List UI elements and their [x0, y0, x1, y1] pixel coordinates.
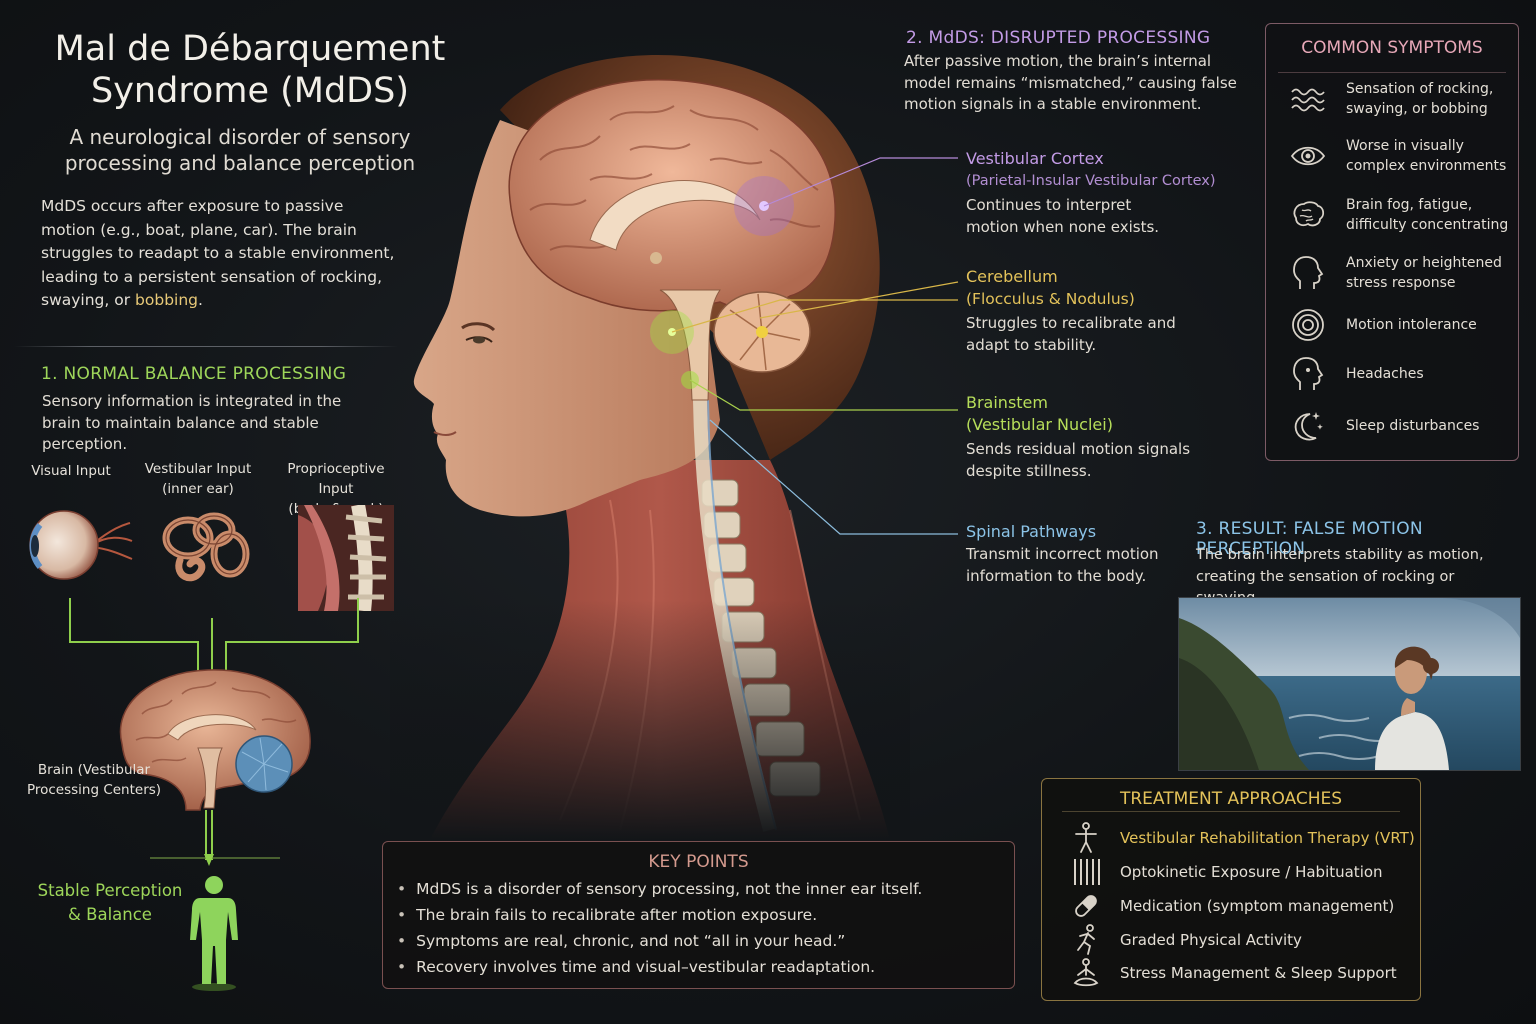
symptom-item: Anxiety or heightened stress response: [1290, 253, 1515, 293]
key-points-list: MdDS is a disorder of sensory processing…: [397, 876, 922, 980]
seascape-woman-image: [1178, 597, 1521, 771]
head-ache-icon: [1293, 357, 1324, 390]
callout-brainstem: Brainstem (Vestibular Nuclei) Sends resi…: [966, 393, 1191, 480]
section1-title: 1. NORMAL BALANCE PROCESSING: [41, 364, 347, 384]
section2-title: 2. MdDS: DISRUPTED PROCESSING: [906, 28, 1211, 48]
symptom-item: Sensation of rocking, swaying, or bobbin…: [1290, 79, 1515, 119]
vertical-stripes-icon: [1074, 859, 1100, 885]
page-subtitle: A neurological disorder of sensory proce…: [64, 125, 416, 175]
symptom-item: Brain fog, fatigue, difficulty concentra…: [1290, 195, 1515, 235]
treatment-item: Optokinetic Exposure / Habituation: [1072, 857, 1383, 887]
waves-icon: [1291, 88, 1325, 112]
brain-illustration: [119, 669, 311, 811]
callout-cerebellum: Cerebellum (Flocculus & Nodulus) Struggl…: [966, 267, 1176, 354]
brain-icon: [1293, 201, 1325, 227]
page-title: Mal de Débarquement Syndrome (MdDS): [54, 29, 446, 111]
symptom-item: Worse in visually complex environments: [1290, 136, 1515, 176]
input-visual-label: Visual Input: [31, 463, 111, 479]
symptom-item: Sleep disturbances: [1290, 408, 1515, 444]
section1-body: Sensory information is integrated in the…: [42, 392, 342, 453]
callout-spinal-pathways: Spinal Pathways Transmit incorrect motio…: [966, 522, 1159, 585]
key-points-panel: KEY POINTS MdDS is a disorder of sensory…: [382, 841, 1015, 989]
head-stress-icon: [1293, 256, 1324, 289]
symptoms-panel: COMMON SYMPTOMS Sensation of rocking, sw…: [1265, 23, 1519, 461]
moon-star-icon: [1294, 412, 1323, 441]
key-point: Symptoms are real, chronic, and not “all…: [397, 928, 922, 954]
key-point: The brain fails to recalibrate after mot…: [397, 902, 922, 928]
intro-highlight: bobbing: [135, 291, 198, 309]
symptoms-title: COMMON SYMPTOMS: [1301, 38, 1483, 58]
key-points-title: KEY POINTS: [648, 852, 749, 872]
key-point: Recovery involves time and visual–vestib…: [397, 954, 922, 980]
result-body: The brain interprets stability as motion…: [1196, 547, 1484, 606]
pill-icon: [1075, 895, 1097, 917]
inner-ear-illustration: [162, 512, 250, 582]
symptom-item: Headaches: [1290, 356, 1515, 392]
treatment-item: Medication (symptom management): [1072, 892, 1394, 920]
concentric-circles-icon: [1292, 309, 1324, 341]
key-point: MdDS is a disorder of sensory processing…: [397, 876, 922, 902]
symptom-item: Motion intolerance: [1290, 307, 1515, 343]
brain-label: Brain (Vestibular Processing Centers): [26, 762, 162, 798]
intro-paragraph: MdDS occurs after exposure to passive mo…: [41, 195, 401, 313]
intro-end: .: [198, 291, 203, 309]
head-anatomy-illustration: [390, 40, 910, 840]
section2-body: After passive motion, the brain’s intern…: [904, 52, 1237, 113]
treatment-item: Graded Physical Activity: [1072, 924, 1302, 956]
eye-icon: [1290, 146, 1326, 166]
meditation-icon: [1073, 958, 1099, 987]
result-title: 3. RESULT: FALSE MOTION PERCEPTION: [1196, 519, 1423, 559]
intro-text: MdDS occurs after exposure to passive mo…: [41, 197, 395, 309]
outcome-label: Stable Perception & Balance: [37, 881, 183, 924]
eye-illustration: [29, 510, 133, 580]
running-person-icon: [1077, 924, 1095, 955]
treatment-panel: TREATMENT APPROACHES Vestibular Rehabili…: [1041, 778, 1421, 1001]
treatment-item: Vestibular Rehabilitation Therapy (VRT): [1072, 822, 1415, 854]
output-arrow: [150, 810, 280, 866]
human-figure-icon: [190, 876, 238, 991]
input-vestibular-label: Vestibular Input(inner ear): [144, 461, 252, 497]
person-standing-icon: [1075, 822, 1097, 853]
treatment-title: TREATMENT APPROACHES: [1119, 789, 1343, 809]
divider-left: [14, 346, 398, 347]
treatment-item: Stress Management & Sleep Support: [1072, 957, 1397, 989]
neck-muscles-illustration: [298, 505, 394, 611]
callout-vestibular-cortex: Vestibular Cortex (Parietal-Insular Vest…: [966, 149, 1216, 236]
